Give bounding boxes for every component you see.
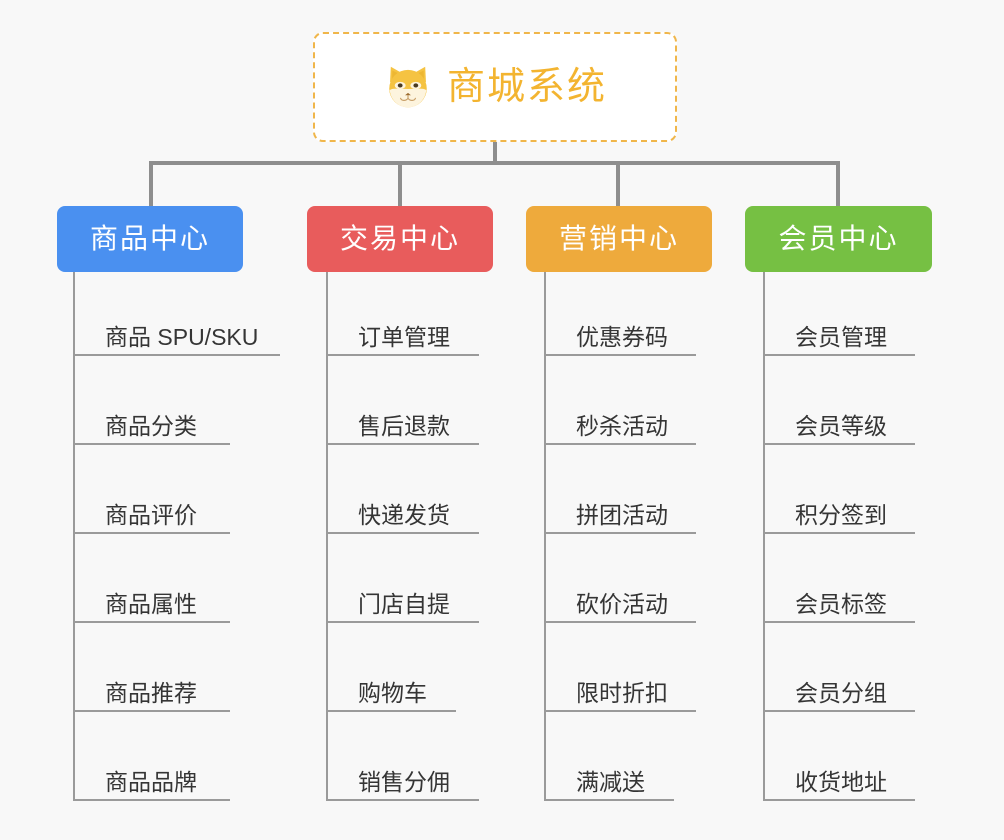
leaf-label: 会员标签	[795, 590, 887, 617]
leaf-label: 商品分类	[105, 412, 197, 439]
category-title-trade-center: 交易中心	[339, 223, 460, 254]
leaf-label: 商品推荐	[105, 679, 197, 706]
leaf-label: 会员等级	[795, 412, 887, 439]
leaf-item-会员分组[interactable]: 会员分组	[763, 652, 915, 712]
leaf-item-满减送[interactable]: 满减送	[544, 741, 674, 801]
leaf-item-门店自提[interactable]: 门店自提	[326, 563, 479, 623]
leaf-label: 商品品牌	[105, 768, 197, 795]
connector-drop-trade-center	[398, 161, 402, 206]
leaf-item-商品品牌[interactable]: 商品品牌	[73, 741, 230, 801]
leaf-label: 购物车	[358, 679, 427, 706]
leaf-item-商品推荐[interactable]: 商品推荐	[73, 652, 230, 712]
leaf-item-售后退款[interactable]: 售后退款	[326, 385, 479, 445]
leaf-label: 快递发货	[358, 501, 450, 528]
category-title-product-center: 商品中心	[89, 223, 210, 254]
leaf-item-砍价活动[interactable]: 砍价活动	[544, 563, 696, 623]
leaf-item-商品属性[interactable]: 商品属性	[73, 563, 230, 623]
leaf-item-收货地址[interactable]: 收货地址	[763, 741, 915, 801]
connector-root-stem	[493, 142, 497, 164]
leaf-label: 商品属性	[105, 590, 197, 617]
leaf-item-购物车[interactable]: 购物车	[326, 652, 456, 712]
leaf-label: 积分签到	[795, 501, 887, 528]
column-rail-marketing-center	[544, 272, 546, 800]
leaf-label: 限时折扣	[576, 679, 668, 706]
root-node-商城系统[interactable]: 商城系统	[313, 32, 677, 142]
leaf-label: 秒杀活动	[576, 412, 668, 439]
leaf-label: 商品评价	[105, 501, 197, 528]
leaf-label: 订单管理	[358, 323, 450, 350]
category-title-marketing-center: 营销中心	[558, 223, 679, 254]
leaf-item-优惠券码[interactable]: 优惠券码	[544, 296, 696, 356]
leaf-label: 门店自提	[358, 590, 450, 617]
leaf-item-拼团活动[interactable]: 拼团活动	[544, 474, 696, 534]
leaf-item-会员管理[interactable]: 会员管理	[763, 296, 915, 356]
root-title: 商城系统	[446, 66, 607, 108]
connector-drop-product-center	[149, 161, 153, 206]
leaf-item-销售分佣[interactable]: 销售分佣	[326, 741, 479, 801]
category-box-marketing-center[interactable]: 营销中心	[526, 206, 712, 272]
column-rail-trade-center	[326, 272, 328, 800]
connector-drop-member-center	[836, 161, 840, 206]
leaf-label: 售后退款	[358, 412, 450, 439]
leaf-label: 满减送	[576, 768, 645, 795]
category-title-member-center: 会员中心	[778, 223, 899, 254]
leaf-item-商品评价[interactable]: 商品评价	[73, 474, 230, 534]
category-box-product-center[interactable]: 商品中心	[57, 206, 243, 272]
column-rail-product-center	[73, 272, 75, 800]
leaf-label: 会员管理	[795, 323, 887, 350]
category-box-member-center[interactable]: 会员中心	[745, 206, 932, 272]
leaf-item-会员等级[interactable]: 会员等级	[763, 385, 915, 445]
leaf-label: 销售分佣	[358, 768, 450, 795]
leaf-item-积分签到[interactable]: 积分签到	[763, 474, 915, 534]
leaf-item-商品分类[interactable]: 商品分类	[73, 385, 230, 445]
leaf-item-秒杀活动[interactable]: 秒杀活动	[544, 385, 696, 445]
leaf-item-商品-spu-sku[interactable]: 商品 SPU/SKU	[73, 296, 280, 356]
connector-horizontal-bus	[149, 161, 840, 165]
leaf-label: 商品 SPU/SKU	[105, 323, 259, 350]
leaf-label: 会员分组	[795, 679, 887, 706]
category-box-trade-center[interactable]: 交易中心	[307, 206, 493, 272]
leaf-item-订单管理[interactable]: 订单管理	[326, 296, 479, 356]
leaf-label: 砍价活动	[576, 590, 668, 617]
shiba-dog-face-icon	[383, 62, 433, 112]
leaf-label: 收货地址	[795, 768, 887, 795]
column-rail-member-center	[763, 272, 765, 800]
leaf-item-快递发货[interactable]: 快递发货	[326, 474, 479, 534]
connector-drop-marketing-center	[616, 161, 620, 206]
leaf-item-会员标签[interactable]: 会员标签	[763, 563, 915, 623]
leaf-item-限时折扣[interactable]: 限时折扣	[544, 652, 696, 712]
leaf-label: 拼团活动	[576, 501, 668, 528]
leaf-label: 优惠券码	[576, 323, 668, 350]
